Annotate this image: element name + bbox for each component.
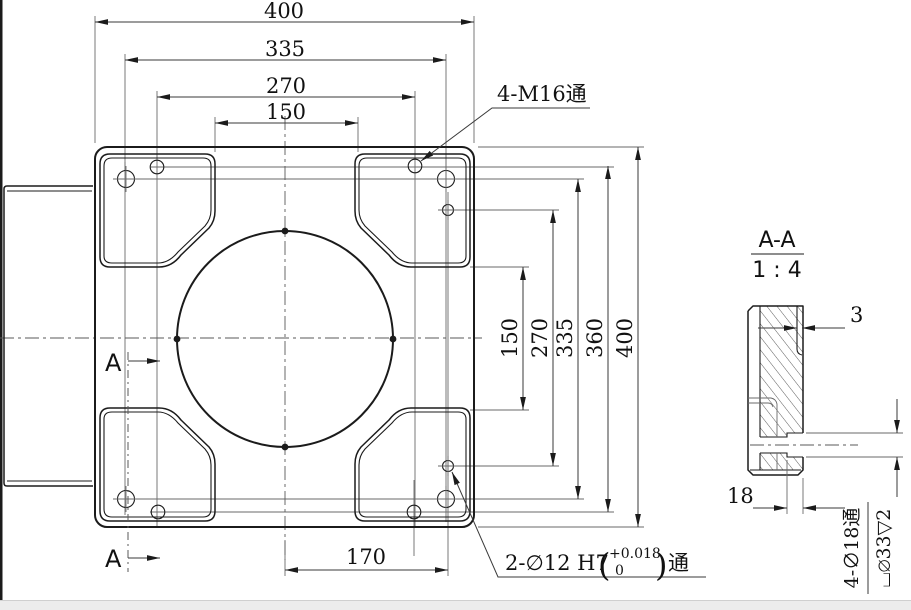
dim-right-400: 400	[613, 318, 637, 358]
section-body	[747, 305, 804, 476]
dowel-hole-bottom	[437, 455, 459, 477]
cbore-hole-bottom-left	[112, 485, 140, 513]
dowel-callout-suffix: 通	[668, 551, 689, 575]
pad-top-right	[354, 153, 471, 268]
dim-top-150: 150	[266, 100, 306, 124]
section-title: A-A	[758, 228, 795, 253]
pad-bottom-left	[99, 407, 216, 522]
section-cbore-dim: 4-∅18通 ⌴∅33▽2	[806, 399, 903, 594]
dim-top-335: 335	[265, 37, 305, 61]
dim-flange-18: 18	[727, 484, 754, 508]
dim-right-150: 150	[498, 318, 522, 358]
bore-circle-dots	[173, 227, 397, 451]
cbore-hole-bottom-right	[432, 485, 460, 513]
dim-right-335: 335	[553, 318, 577, 358]
dowel-hole-top	[437, 199, 459, 221]
cbore-hole-top-left	[112, 165, 140, 193]
side-flange	[3, 185, 93, 487]
dowel-tolerance-upper: +0.018	[609, 546, 661, 562]
dimensions-top: 400 335 270 150	[95, 0, 474, 126]
pad-top-left	[99, 153, 216, 268]
section-dim-3: 3	[758, 303, 863, 331]
cbore-callout-line1: 4-∅18通	[841, 508, 863, 589]
section-view: A-A 1 : 4 3	[727, 228, 903, 594]
cbore-hole-top-right	[432, 165, 460, 193]
dowel-tolerance-close-paren: )	[655, 546, 667, 584]
section-scale: 1 : 4	[752, 258, 801, 283]
center-bore-circle	[176, 230, 394, 448]
dim-bottom-170: 170	[346, 545, 386, 569]
dowel-callout-text: 2-∅12 H7	[505, 551, 609, 575]
cut-label-bottom: A	[105, 545, 122, 573]
dowel-tolerance-lower: 0	[615, 563, 624, 579]
dim-top-400: 400	[264, 0, 304, 23]
footer-strip	[0, 601, 911, 610]
dimension-bottom-170: 170	[285, 545, 448, 573]
window-left-border	[0, 0, 3, 601]
cut-label-top: A	[105, 349, 122, 377]
section-cut-line: A A	[105, 349, 160, 573]
section-dim-18: 18	[727, 460, 845, 514]
dimensions-right: 150 270 335 360 400	[498, 147, 641, 527]
m16-callout: 4-M16通	[420, 82, 590, 162]
m16-callout-text: 4-M16通	[497, 82, 587, 106]
main-view: A A 400 335 270 150 150 270 335 360 400	[0, 0, 706, 584]
dowel-tolerance-open-paren: (	[598, 546, 610, 584]
dim-lip-3: 3	[850, 303, 863, 327]
dim-top-270: 270	[266, 74, 306, 98]
dim-right-360: 360	[583, 318, 607, 358]
dim-right-270: 270	[528, 318, 552, 358]
dowel-callout: 2-∅12 H7 ( +0.018 0 ) 通	[451, 471, 706, 584]
cbore-callout-line2: ⌴∅33▽2	[873, 509, 895, 588]
plate-outline	[94, 146, 475, 528]
